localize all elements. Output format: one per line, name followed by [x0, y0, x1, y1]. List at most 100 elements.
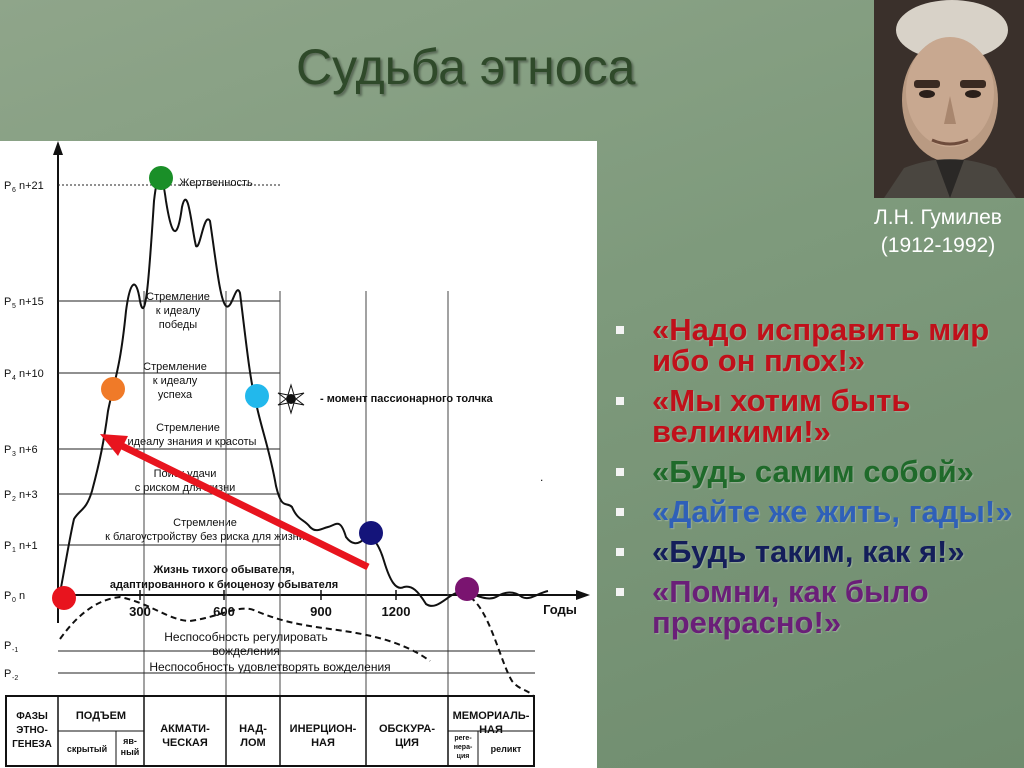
bullet-icon	[616, 548, 624, 556]
level-value: n	[19, 590, 25, 602]
level-label-victory: победы	[159, 319, 198, 331]
marker-orange	[101, 377, 125, 401]
phase-name: МЕМОРИАЛЬ-	[453, 710, 530, 722]
phase-name: ЧЕСКАЯ	[162, 737, 208, 749]
level-value: n+15	[19, 296, 44, 308]
decline-curve	[59, 595, 535, 698]
phase-name: ОБСКУРА-	[379, 723, 435, 735]
phase-sub-label: реге-	[454, 735, 472, 742]
y-axis-arrowhead	[53, 141, 63, 155]
neg-label-regulate: вожделения	[212, 644, 280, 658]
level-label-success: Стремление	[143, 361, 207, 373]
marker-purple	[455, 577, 479, 601]
push-symbol-star	[277, 383, 305, 415]
phase-name: ИНЕРЦИОН-	[290, 723, 357, 735]
phase-sub-label: ный	[121, 747, 140, 757]
phase-sub-label: нера-	[454, 744, 473, 751]
portrait-image	[874, 0, 1024, 198]
x-axis-arrowhead	[576, 590, 590, 600]
level-subscript: 2	[12, 496, 16, 503]
level-prefix: P	[4, 590, 11, 602]
level-subscript: 1	[12, 547, 16, 554]
quote-item: «Надо исправить мир ибо он плох!»	[610, 314, 1020, 376]
x-axis-label: Годы	[543, 602, 577, 617]
phases-header: ГЕНЕЗА	[12, 739, 52, 750]
quote-text: «Дайте же жить, гады!»	[652, 494, 1013, 529]
passionary-curve	[59, 175, 549, 607]
x-tick-label: 1200	[382, 604, 411, 619]
phase-name: НАЯ	[479, 724, 503, 736]
level-value: n+6	[19, 444, 38, 456]
neg-label-regulate: Неспособность регулировать	[164, 630, 328, 644]
level-subscript: 0	[12, 597, 16, 604]
portrait-photo	[874, 0, 1024, 198]
level-label-knowledge: Стремление	[156, 422, 220, 434]
phases-header: ЭТНО-	[16, 725, 48, 736]
level-prefix: P	[4, 296, 11, 308]
level-subscript: 4	[12, 375, 16, 382]
level-value: n+21	[19, 180, 44, 192]
marker-red	[52, 586, 76, 610]
level-subscript: -2	[12, 675, 18, 682]
neg-label-satisfy: Неспособность удовлетворять вожделения	[149, 660, 390, 674]
phase-sub-label: реликт	[491, 744, 522, 754]
level-label-philistine: Жизнь тихого обывателя,	[152, 564, 294, 576]
bullet-icon	[616, 468, 624, 476]
quote-item: «Помни, как было прекрасно!»	[610, 576, 1020, 638]
bullet-icon	[616, 508, 624, 516]
quote-text: «Мы хотим быть великими!»	[652, 383, 911, 449]
phase-name: НАЯ	[311, 737, 335, 749]
level-subscript: 3	[12, 451, 16, 458]
quote-item: «Будь самим собой»	[610, 456, 1020, 487]
quotes-list: «Надо исправить мир ибо он плох!» «Мы хо…	[610, 314, 1020, 647]
portrait-caption: Л.Н. Гумилев (1912-1992)	[852, 204, 1024, 260]
phase-sub-label: яв-	[123, 736, 137, 746]
phase-sub-label: ция	[457, 753, 470, 760]
dot-mark: .	[540, 470, 543, 484]
phase-sub-label: скрытый	[67, 744, 107, 754]
push-symbol-core	[286, 394, 296, 404]
phase-name: ЦИЯ	[395, 737, 419, 749]
quote-item: «Мы хотим быть великими!»	[610, 385, 1020, 447]
level-prefix: P	[4, 489, 11, 501]
level-subscript: 5	[12, 303, 16, 310]
marker-navy	[359, 521, 383, 545]
x-tick-label: 600	[213, 604, 235, 619]
level-label-comfort: Стремление	[173, 517, 237, 529]
level-prefix: P	[4, 444, 11, 456]
level-label-philistine: адаптированного к биоценозу обывателя	[110, 579, 338, 591]
level-label-knowledge: к идеалу знания и красоты	[120, 436, 257, 448]
level-label-success: к идеалу	[153, 375, 198, 387]
level-label-victory: Стремление	[146, 291, 210, 303]
x-tick-label: 300	[129, 604, 151, 619]
level-label-comfort: к благоустройству без риска для жизни	[105, 531, 305, 543]
level-subscript: 6	[12, 187, 16, 194]
slide-title: Судьба этноса	[296, 39, 636, 95]
level-value: n+10	[19, 368, 44, 380]
bullet-icon	[616, 326, 624, 334]
level-label-luck: Поиск удачи	[154, 468, 217, 480]
quote-text: «Помни, как было прекрасно!»	[652, 574, 929, 640]
level-prefix: P	[4, 540, 11, 552]
marker-green	[149, 166, 173, 190]
phase-name: АКМАТИ-	[160, 723, 210, 735]
level-label-victory: к идеалу	[156, 305, 201, 317]
caption-name: Л.Н. Гумилев	[874, 206, 1002, 229]
level-subscript: -1	[12, 647, 18, 654]
level-value: n+3	[19, 489, 38, 501]
level-prefix: P	[4, 640, 11, 652]
bullet-icon	[616, 397, 624, 405]
level-value: n+1	[19, 540, 38, 552]
phase-name: НАД-	[239, 723, 267, 735]
phase-name: ПОДЪЕМ	[76, 710, 126, 722]
level-prefix: P	[4, 180, 11, 192]
bullet-icon	[616, 588, 624, 596]
level-prefix: P	[4, 668, 11, 680]
caption-years: (1912-1992)	[880, 234, 996, 257]
push-legend: - момент пассионарного толчка	[320, 393, 493, 405]
level-label-success: успеха	[158, 389, 193, 401]
quote-item: «Будь таким, как я!»	[610, 536, 1020, 567]
level-label-sacrifice: Жертвенность	[179, 177, 253, 189]
